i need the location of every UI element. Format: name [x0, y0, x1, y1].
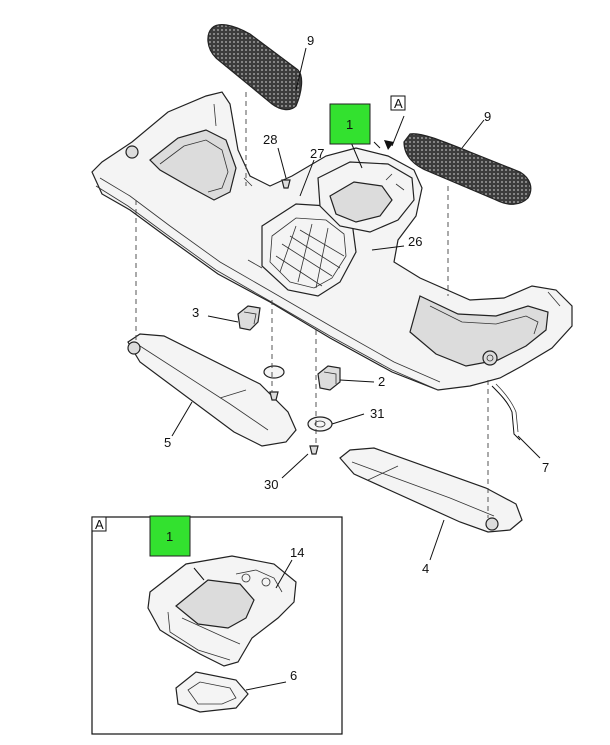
sound-pad-right [403, 133, 532, 205]
wire-harness [491, 385, 521, 441]
callout-1-main: 1 [346, 117, 353, 132]
callout-2: 2 [378, 374, 385, 389]
callout-3: 3 [192, 305, 199, 320]
callout-9-left: 9 [307, 33, 314, 48]
callout-4: 4 [422, 561, 429, 576]
view-a-arrow [384, 140, 394, 150]
alignment-lines [135, 92, 489, 518]
highlight-box-inset [149, 515, 191, 557]
fastener-28 [281, 179, 291, 189]
sun-visor-right [339, 447, 523, 533]
callout-7: 7 [542, 460, 549, 475]
highlight-box-main [329, 103, 371, 145]
callout-14: 14 [290, 545, 304, 560]
sound-pad-left [207, 24, 303, 111]
view-label-a-inset: A [95, 517, 104, 532]
callout-6: 6 [290, 668, 297, 683]
visor-clip-right [317, 365, 341, 391]
leader-lines [171, 47, 541, 561]
callout-5: 5 [164, 435, 171, 450]
callout-27: 27 [310, 146, 324, 161]
callout-28: 28 [263, 132, 277, 147]
view-a-pointer-box [390, 95, 406, 111]
sun-visor-left [127, 333, 297, 447]
fastener-30 [309, 445, 319, 455]
view-label-a-pointer: A [394, 96, 403, 111]
fastener-31 [307, 416, 333, 432]
callout-9-right: 9 [484, 109, 491, 124]
visor-clip-left [237, 305, 261, 331]
callout-1-inset: 1 [166, 529, 173, 544]
fastener-upper [263, 365, 285, 401]
callout-30: 30 [264, 477, 278, 492]
headliner-console [91, 91, 573, 391]
callout-26: 26 [408, 234, 422, 249]
callout-31: 31 [370, 406, 384, 421]
inset-view-a [91, 516, 343, 735]
